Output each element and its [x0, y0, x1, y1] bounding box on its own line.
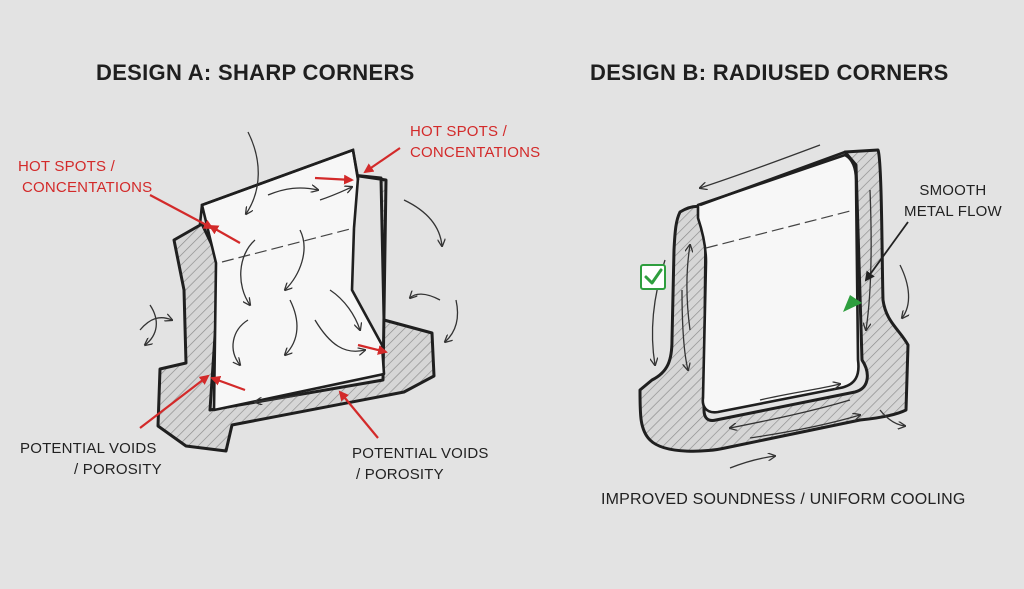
flow-arrow-icon	[255, 394, 301, 402]
flow-arrow-icon	[866, 189, 872, 330]
design-b-caption: IMPROVED SOUNDNESS / UNIFORM COOLING	[601, 491, 966, 508]
design-b-section	[638, 148, 910, 453]
flow-arrow-icon	[232, 319, 249, 365]
hotspot-arrow-icon	[208, 225, 241, 244]
flow-arrow-icon	[410, 294, 441, 301]
hotspot-label-left-line1: HOT SPOTS /	[18, 158, 115, 175]
hotspot-arrow-icon	[357, 343, 388, 355]
flow-arrow-icon	[681, 289, 688, 370]
design-b-part	[638, 144, 910, 469]
design-a-top-edge	[198, 148, 360, 225]
hotspot-arrow-icon	[149, 194, 214, 229]
design-b-centerline	[705, 209, 855, 249]
smooth-flow-line1: SMOOTH	[919, 182, 987, 199]
hotspot-label-right-line1: HOT SPOTS /	[410, 123, 507, 140]
smooth-flow-label: SMOOTH METAL FLOW	[904, 180, 1002, 222]
hotspot-arrow-icon	[314, 174, 354, 185]
voids-label-left: POTENTIAL VOIDS / POROSITY	[20, 438, 162, 480]
flow-arrow-icon	[729, 456, 775, 469]
flow-arrow-icon	[700, 144, 821, 188]
flow-arrow-icon	[749, 415, 860, 439]
flow-arrow-icon	[319, 187, 352, 201]
hotspot-label-right-line2: CONCENTATIONS	[410, 144, 541, 161]
flow-arrow-icon	[246, 131, 259, 214]
flow-arrow-icon	[899, 264, 909, 318]
flow-arrow-icon	[285, 229, 305, 290]
green-marker-icon	[843, 295, 862, 312]
flow-arrow-icon	[267, 188, 318, 196]
flow-arrow-icon	[759, 384, 840, 401]
voids-label-left-line2: / POROSITY	[74, 461, 162, 478]
hotspot-arrow-icon	[139, 374, 210, 429]
voids-label-right-line2: / POROSITY	[356, 466, 444, 483]
voids-label-right: POTENTIAL VOIDS / POROSITY	[352, 443, 489, 485]
flow-arrow-icon	[879, 409, 905, 426]
pointer-arrow-icon	[864, 221, 909, 282]
hotspot-label-right: HOT SPOTS / CONCENTATIONS	[410, 121, 540, 163]
hotspot-arrow-icon	[363, 147, 401, 174]
check-icon	[640, 264, 666, 290]
flow-arrow-icon	[240, 239, 256, 305]
flow-arrow-icon	[403, 199, 442, 246]
flow-arrow-icon	[329, 289, 360, 330]
design-a-title: DESIGN A: SHARP CORNERS	[96, 60, 415, 85]
hotspot-label-left-line2: CONCENTATIONS	[22, 179, 153, 196]
hotspot-arrow-icon	[210, 376, 246, 392]
design-b-top-edge	[699, 150, 846, 207]
voids-label-right-line1: POTENTIAL VOIDS	[352, 445, 489, 462]
flow-arrow-icon	[285, 299, 298, 355]
hotspot-label-left: HOT SPOTS / CONCENTATIONS	[18, 156, 152, 198]
flow-arrow-icon	[145, 304, 157, 345]
smooth-flow-line2: METAL FLOW	[904, 203, 1002, 220]
flow-arrow-icon	[687, 245, 690, 331]
design-b-title: DESIGN B: RADIUSED CORNERS	[590, 60, 949, 85]
flow-arrow-icon	[445, 299, 459, 342]
flow-arrow-icon	[314, 319, 365, 351]
voids-label-left-line1: POTENTIAL VOIDS	[20, 440, 157, 457]
design-a-part	[139, 131, 459, 453]
flow-arrow-icon	[730, 399, 851, 428]
design-b-pocket	[696, 153, 860, 414]
hotspot-arrow-icon	[338, 390, 379, 439]
